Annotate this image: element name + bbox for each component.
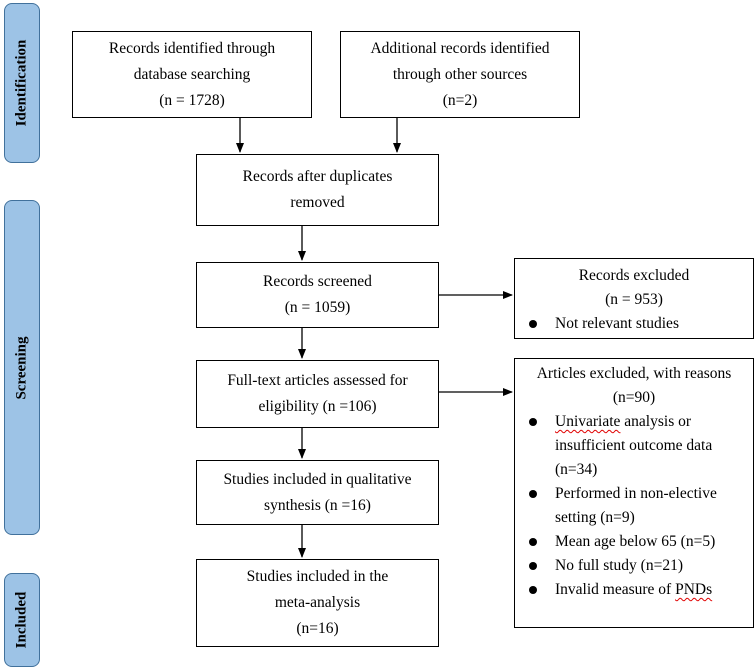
records-excluded-reasons: Not relevant studies [515,312,753,336]
reason-univariate: Univariate analysis or insufficient outc… [515,410,753,482]
meta-analysis-box: Studies included in the meta-analysis (n… [196,559,439,647]
records-excluded-box: Records excluded (n = 953) Not relevant … [514,258,754,339]
records-excluded-count: (n = 953) [605,291,663,308]
meta-analysis-line1: Studies included in the [246,568,389,585]
fulltext-assessed-line2: eligibility (n =106) [258,398,377,415]
duplicates-removed-line1: Records after duplicates [242,168,393,185]
articles-excluded-reasons: Univariate analysis or insufficient outc… [515,410,753,602]
reason-mean-age: Mean age below 65 (n=5) [515,530,753,554]
reason-univariate-rest: analysis or insufficient outcome data (n… [555,413,713,478]
articles-excluded-title: Articles excluded, with reasons [536,365,732,382]
articles-excluded-count: (n=90) [612,389,656,406]
meta-analysis-count: (n=16) [296,620,339,637]
duplicates-removed-line2: removed [290,194,345,211]
reason-univariate-word: Univariate [555,413,621,430]
records-screened-count: (n = 1059) [284,299,351,316]
reason-invalid-measure-text: Invalid measure of [555,581,676,598]
other-sources-line2: through other sources [392,65,528,83]
fulltext-assessed-box: Full-text articles assessed for eligibil… [196,360,439,428]
phase-included: Included [4,573,40,667]
phase-screening: Screening [4,200,40,535]
qualitative-synthesis-box: Studies included in qualitative synthesi… [196,460,439,525]
other-sources-box: Additional records identified through ot… [340,31,580,118]
records-screened-label: Records screened [263,273,372,290]
qualitative-synthesis-line1: Studies included in qualitative [223,470,412,488]
reason-invalid-measure: Invalid measure of PNDs [515,578,753,602]
records-excluded-title: Records excluded [578,267,690,284]
other-sources-line1: Additional records identified [370,39,550,57]
database-records-box: Records identified through database sear… [72,31,312,118]
meta-analysis-line2: meta-analysis [274,594,361,611]
reason-invalid-measure-word: PNDs [675,581,713,598]
fulltext-assessed-line1: Full-text articles assessed for [227,372,408,389]
records-excluded-reason: Not relevant studies [515,312,753,336]
reason-non-elective: Performed in non-elective setting (n=9) [515,482,753,530]
records-screened-box: Records screened (n = 1059) [196,262,439,328]
database-records-line2: database searching [133,65,251,83]
duplicates-removed-box: Records after duplicates removed [196,154,439,226]
qualitative-synthesis-line2: synthesis (n =16) [264,496,371,514]
phase-identification: Identification [4,3,40,163]
reason-no-full-study: No full study (n=21) [515,554,753,578]
other-sources-count: (n=2) [442,91,478,109]
database-records-count: (n = 1728) [159,91,225,109]
articles-excluded-box: Articles excluded, with reasons (n=90) U… [514,358,754,628]
database-records-line1: Records identified through [108,39,276,57]
